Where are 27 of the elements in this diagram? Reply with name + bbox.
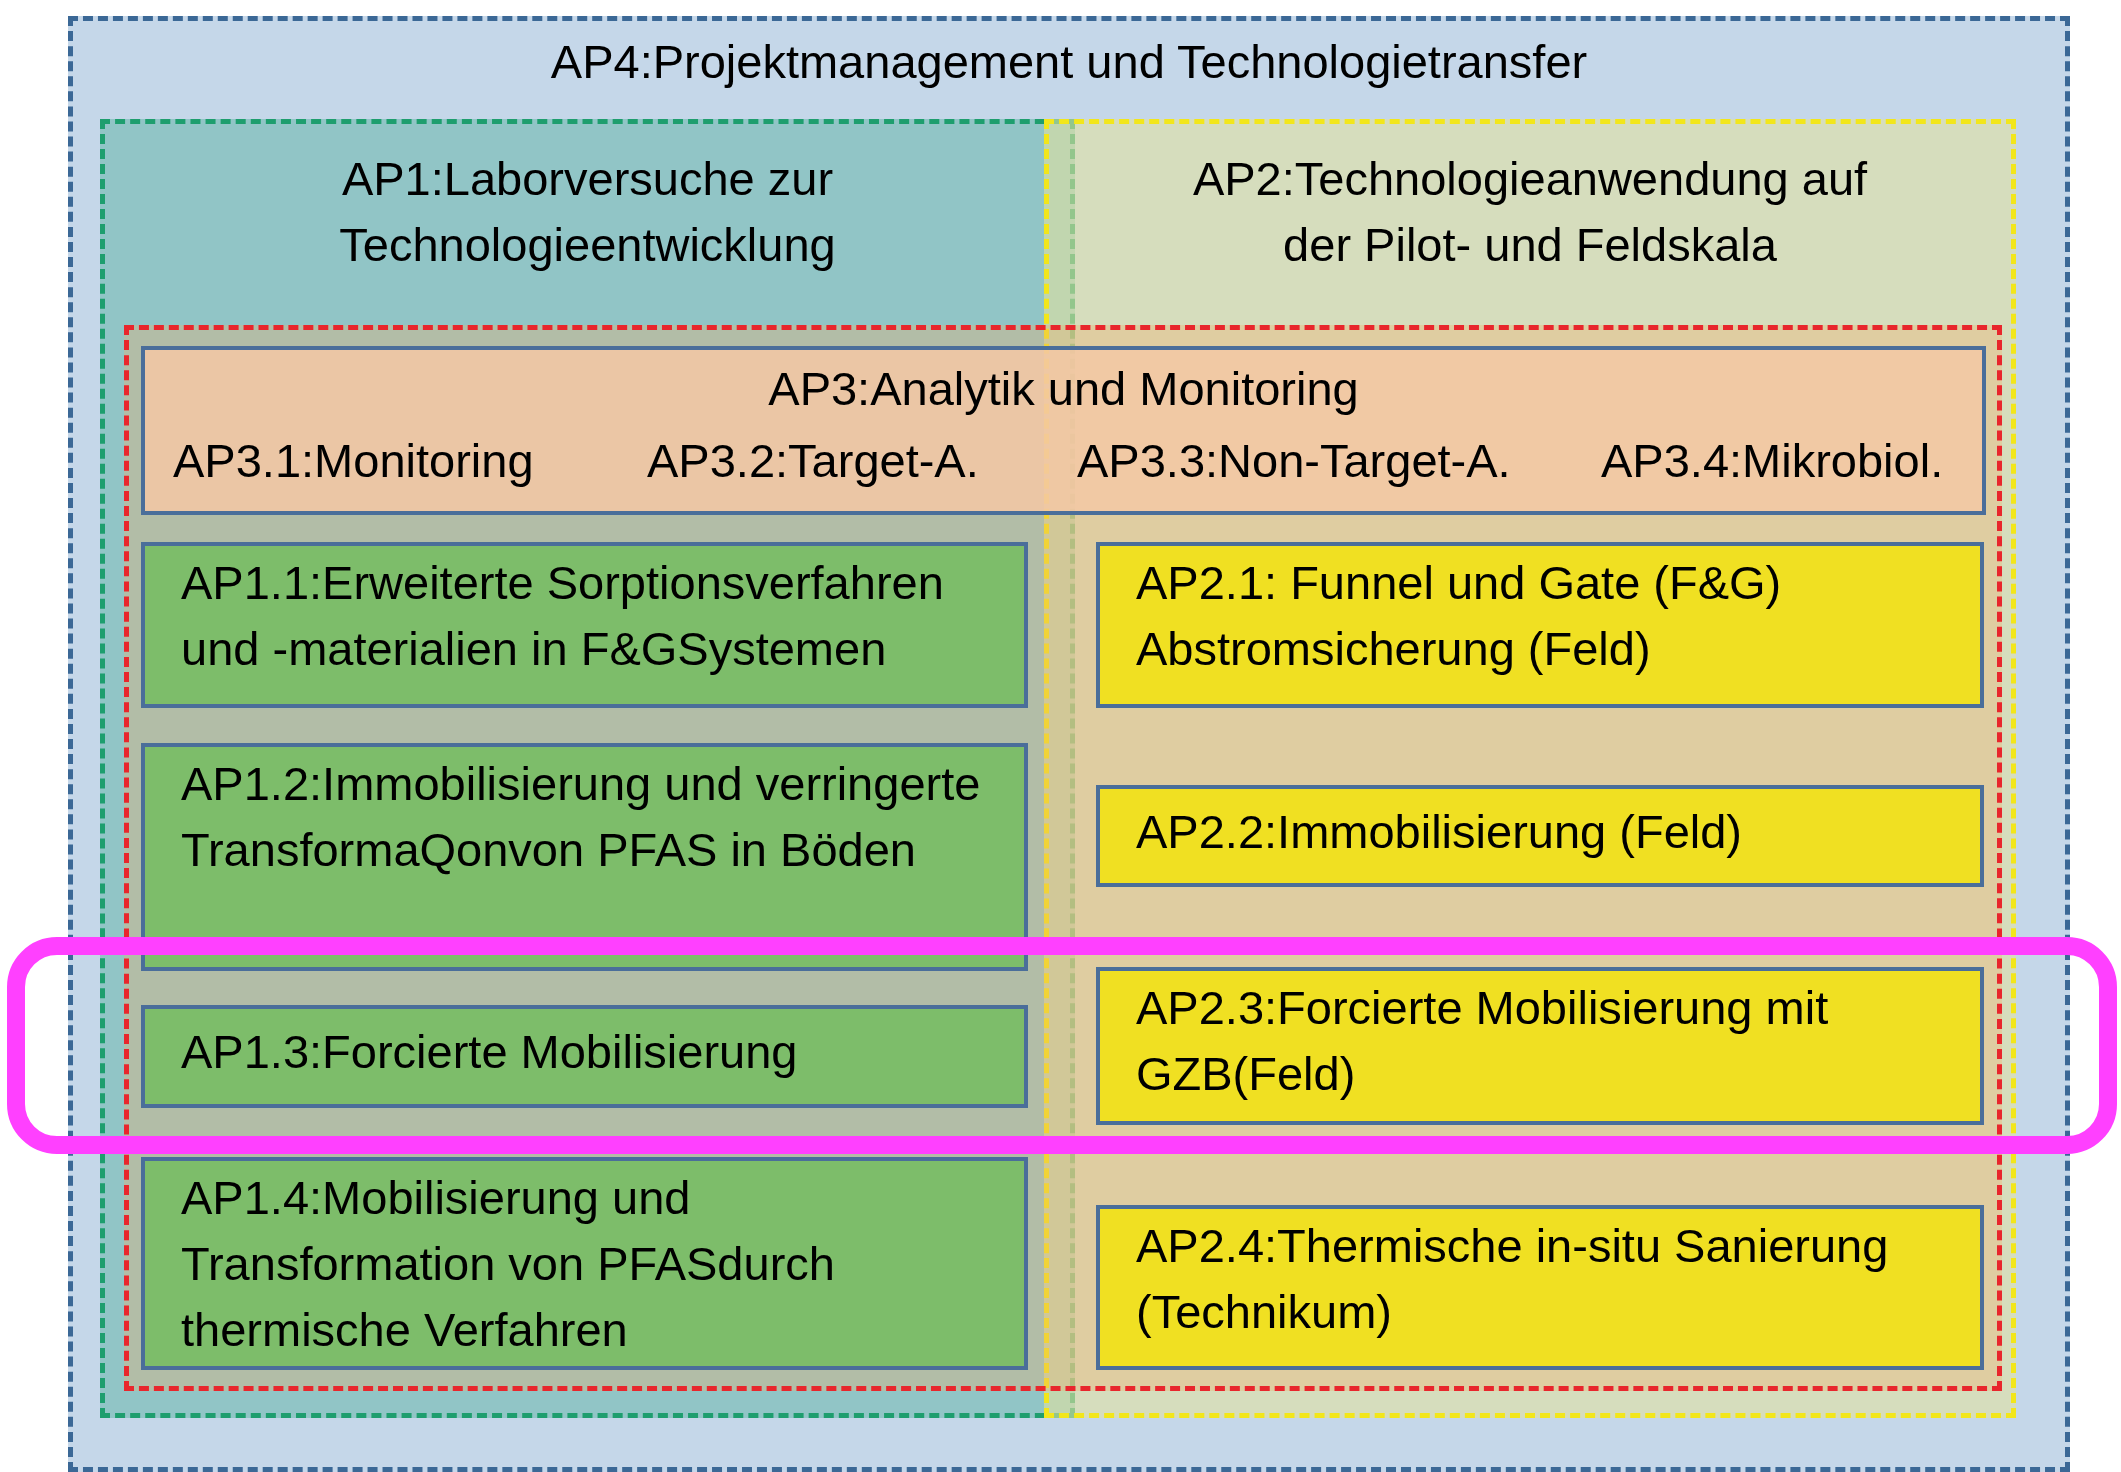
task-label: AP2.4:Thermische in-situ Sanierung (Technikum) — [1136, 1218, 1890, 1340]
dashed-region — [124, 325, 2002, 1391]
task-box — [141, 1005, 1028, 1108]
task-box — [141, 542, 1028, 708]
panel-title: AP1:Laborversuche zur Technologieentwicklung — [338, 151, 837, 273]
subtask-label: AP3.3:Non-Target-A. — [1077, 433, 1511, 489]
panel-title: AP2:Technologieanwendung auf der Pilot- und Feldskala — [1191, 151, 1869, 273]
box-heading: AP3:Analytik und Monitoring — [767, 361, 1360, 417]
panel-title: AP4:Projektmanagement und Technologietransfer — [549, 34, 1589, 90]
task-box — [1096, 967, 1984, 1125]
task-box — [141, 743, 1028, 971]
task-label: AP2.1: Funnel und Gate (F&G) Abstromsicherung (Feld) — [1136, 555, 1783, 677]
subtask-label: AP3.1:Monitoring — [173, 433, 534, 489]
task-label: AP1.2:Immobilisierung und verringerte TransformaQonvon PFAS in Böden — [181, 756, 982, 878]
task-box — [1096, 785, 1984, 887]
subtask-label: AP3.2:Target-A. — [647, 433, 979, 489]
task-label: AP1.1:Erweiterte Sorptionsverfahren und -materialien in F&GSystemen — [181, 555, 945, 677]
subtask-label: AP3.4:Mikrobiol. — [1601, 433, 1944, 489]
task-label: AP2.2:Immobilisierung (Feld) — [1136, 804, 1743, 860]
task-box — [1096, 1205, 1984, 1370]
work-package-panel — [68, 16, 2070, 1472]
task-box — [141, 1157, 1028, 1370]
work-package-box — [141, 346, 1986, 515]
task-label: AP1.3:Forcierte Mobilisierung — [181, 1024, 799, 1080]
task-label: AP2.3:Forcierte Mobilisierung mit GZB(Feld) — [1136, 980, 1830, 1102]
task-box — [1096, 542, 1984, 708]
task-label: AP1.4:Mobilisierung und Transformation von PFASdurch thermische Verfahren — [181, 1170, 836, 1358]
